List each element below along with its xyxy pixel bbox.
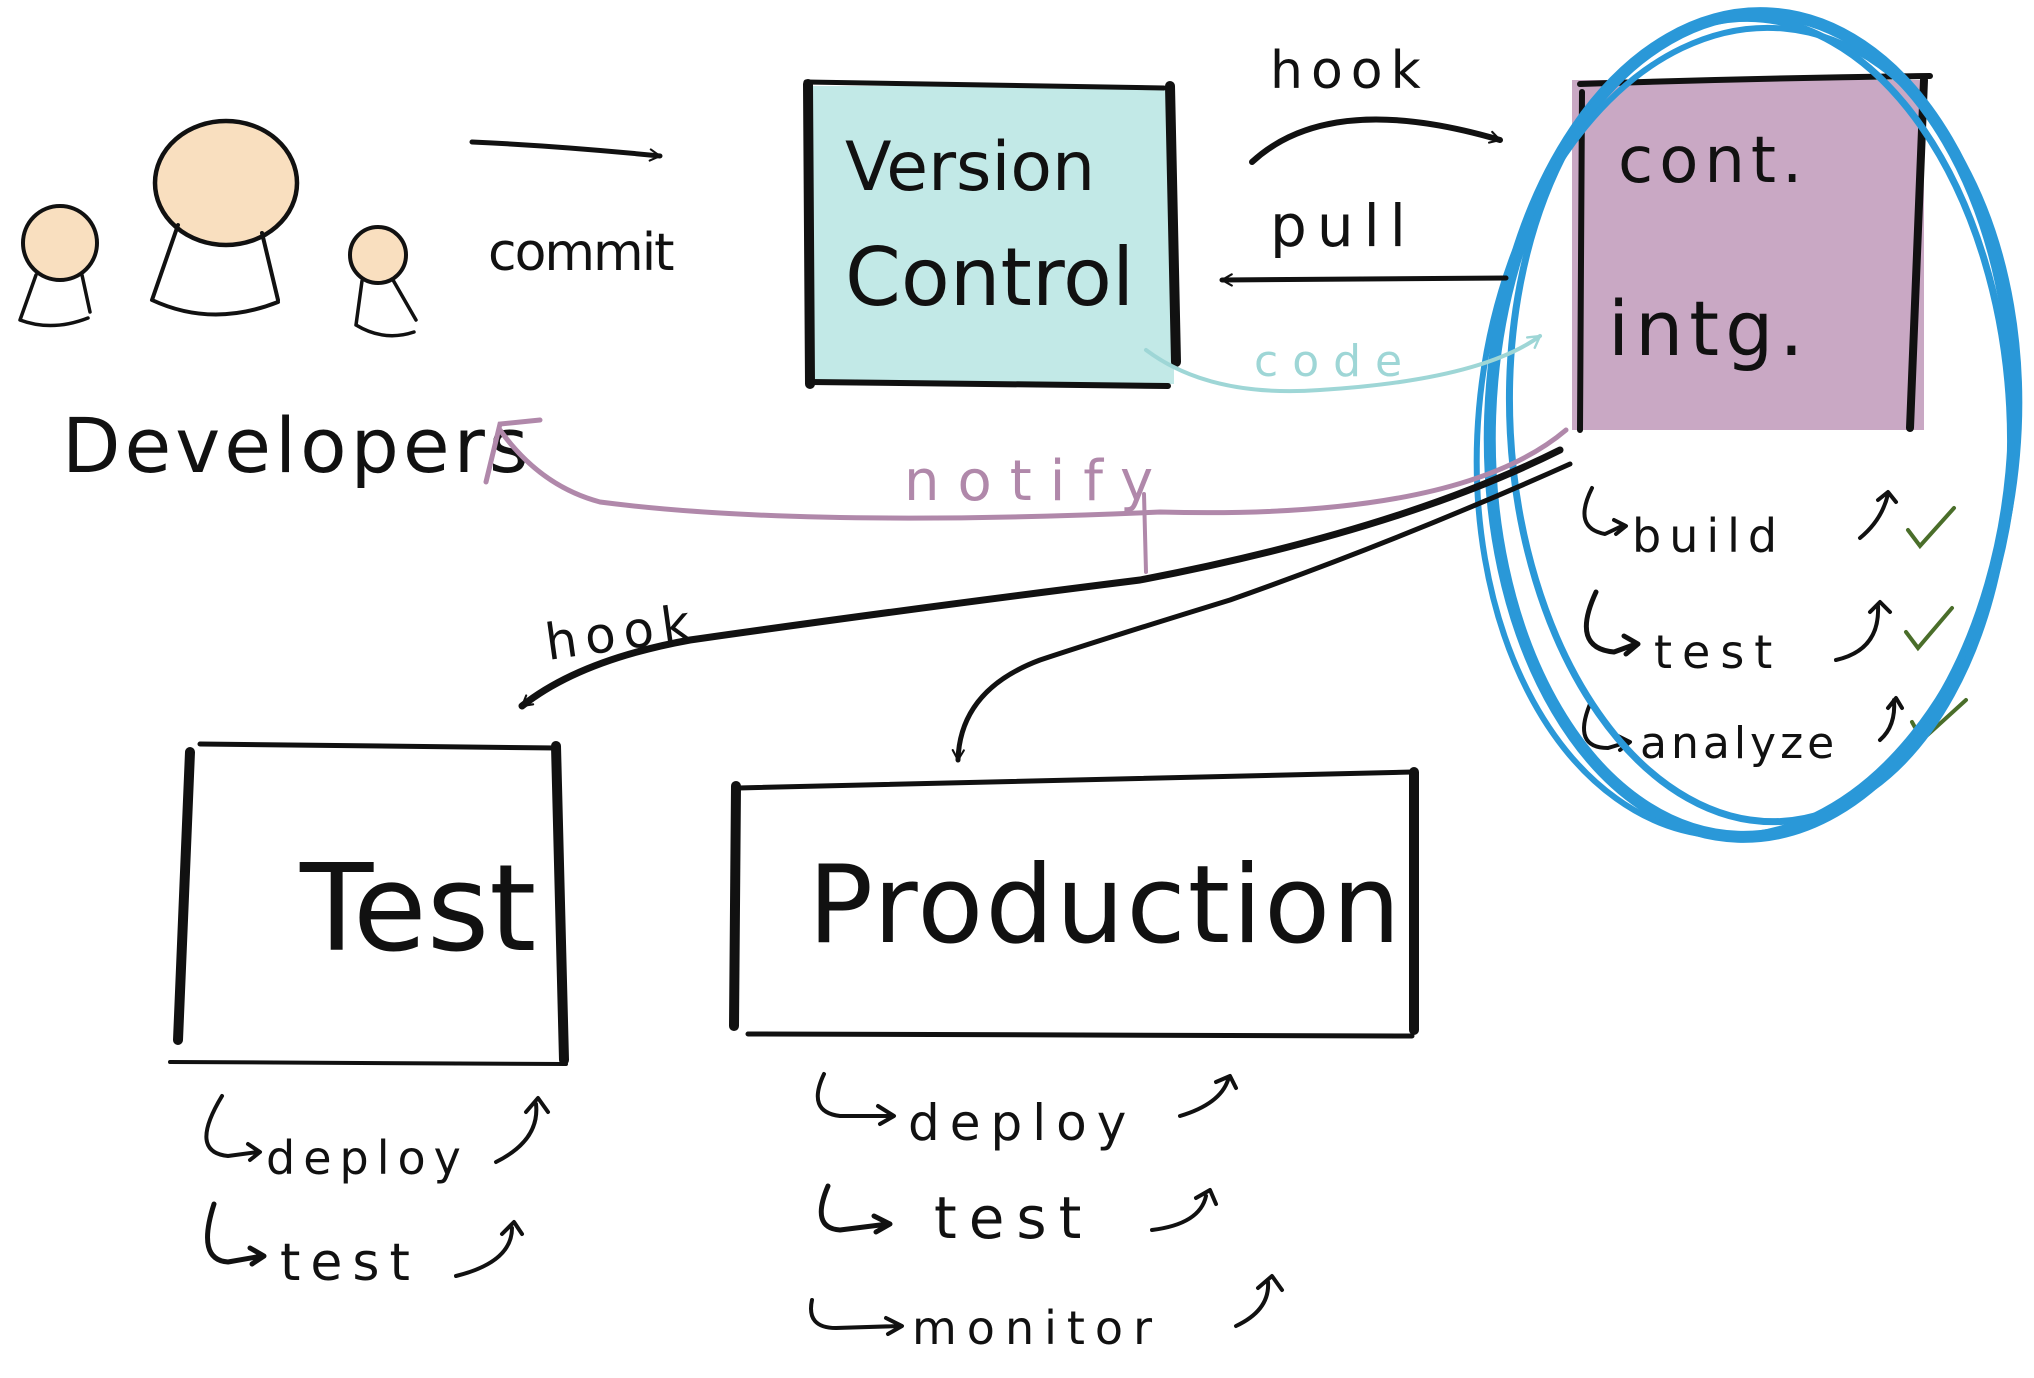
ci-rect xyxy=(1572,80,1924,430)
code-label: code xyxy=(1254,336,1416,387)
hook-top-label: hook xyxy=(1270,41,1429,101)
pull-arrow: pull xyxy=(1219,192,1509,287)
ci-step-label: test xyxy=(1654,625,1782,679)
branch-arrow-icon xyxy=(809,1298,904,1336)
return-arrow-icon xyxy=(1858,490,1898,540)
ci-step-analyze: analyze xyxy=(1582,696,1968,769)
test-env-steps: deploy test xyxy=(204,1094,550,1293)
developer-head xyxy=(21,204,99,282)
test-step-label: test xyxy=(280,1233,420,1293)
ci-highlight-circle xyxy=(1473,7,2023,843)
return-arrow-icon xyxy=(494,1096,550,1164)
production-step-label: test xyxy=(934,1184,1093,1252)
production-env-steps: deploy test monitor xyxy=(809,1072,1284,1355)
developer-head xyxy=(152,118,300,248)
hook-top-arrow: hook xyxy=(1249,41,1503,165)
branch-arrow-icon xyxy=(204,1094,262,1162)
ci-step-test: test xyxy=(1583,589,1954,679)
ci-line2: intg. xyxy=(1608,284,1809,373)
notify-arrowhead-icon xyxy=(483,417,543,485)
production-step-label: deploy xyxy=(908,1094,1136,1152)
notify-label: notify xyxy=(904,449,1171,514)
notify-arrow: notify xyxy=(483,417,1569,574)
ci-line1: cont. xyxy=(1618,124,1808,198)
production-step-deploy: deploy xyxy=(815,1072,1238,1152)
branch-arrow-icon xyxy=(818,1183,893,1235)
pull-label: pull xyxy=(1270,192,1416,260)
version-control-box: Version Control xyxy=(803,79,1181,389)
check-icon xyxy=(1906,506,1956,550)
ci-steps: build test analyze xyxy=(1582,486,1968,769)
production-env-title: Production xyxy=(808,843,1403,968)
version-control-rect xyxy=(808,86,1174,384)
production-step-monitor: monitor xyxy=(809,1274,1284,1355)
production-env-box: Production xyxy=(729,767,1419,1039)
developer-large xyxy=(150,118,300,317)
developer-head xyxy=(348,225,408,285)
developers-label: Developers xyxy=(62,401,532,490)
version-control-line1: Version xyxy=(845,128,1095,207)
ci-step-build: build xyxy=(1582,486,1956,563)
code-arrow: code xyxy=(1144,334,1542,394)
branch-arrow-icon xyxy=(815,1072,896,1126)
test-step-test: test xyxy=(205,1201,524,1293)
return-arrow-icon xyxy=(454,1220,524,1278)
return-arrow-icon xyxy=(1150,1188,1218,1232)
branch-arrow-icon xyxy=(1583,589,1641,657)
commit-label: commit xyxy=(488,223,674,283)
developers-group: Developers xyxy=(18,118,532,490)
version-control-line2: Control xyxy=(845,231,1134,324)
production-step-test: test xyxy=(818,1183,1218,1252)
ci-step-label: build xyxy=(1632,509,1785,563)
ci-step-label: analyze xyxy=(1640,718,1838,769)
test-env-title: Test xyxy=(299,840,536,979)
branch-arrow-icon xyxy=(205,1201,267,1267)
test-env-box: Test xyxy=(168,741,569,1066)
return-arrow-icon xyxy=(1234,1274,1284,1328)
developer-small-left xyxy=(18,204,99,328)
test-step-deploy: deploy xyxy=(204,1094,550,1185)
return-arrow-icon xyxy=(1178,1074,1238,1118)
production-step-label: monitor xyxy=(912,1301,1162,1355)
commit-arrow: commit xyxy=(469,139,676,283)
hook-bottom-arrows: hook xyxy=(518,446,1573,763)
test-step-label: deploy xyxy=(266,1131,469,1185)
return-arrow-icon xyxy=(1834,600,1892,662)
branch-arrow-icon xyxy=(1582,486,1628,536)
return-arrow-icon xyxy=(1878,696,1904,742)
ci-box: cont. intg. xyxy=(1572,73,1933,433)
check-icon xyxy=(1904,606,1954,652)
developer-small-right xyxy=(348,225,418,338)
hook-bottom-label: hook xyxy=(542,593,702,672)
